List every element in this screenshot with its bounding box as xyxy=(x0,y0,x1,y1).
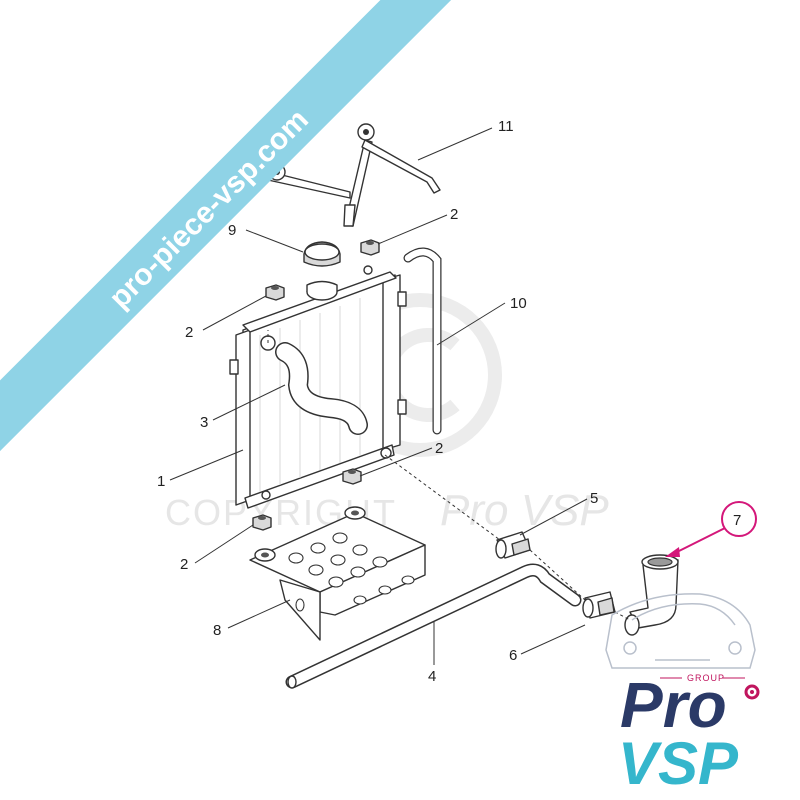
part-7-elbow-fitting xyxy=(624,554,679,636)
callout-8: 8 xyxy=(213,622,221,639)
part-4-coolant-pipe xyxy=(285,563,582,689)
logo-group-text: GROUP xyxy=(687,673,725,683)
part-2-grommets xyxy=(252,239,380,531)
callout-11: 11 xyxy=(498,118,514,135)
callout-1: 1 xyxy=(157,473,165,490)
grommet-top xyxy=(360,239,380,256)
part-9-radiator-cap xyxy=(303,241,341,267)
alignment-lines xyxy=(267,330,631,621)
grommet-lower-left xyxy=(252,514,272,531)
arrowhead-icon xyxy=(665,547,680,557)
callout-2-upper-left: 2 xyxy=(185,324,193,341)
part-3-radiator-hose xyxy=(275,342,368,435)
callout-2-right: 2 xyxy=(435,440,443,457)
callout-9: 9 xyxy=(228,222,236,239)
part-10-overflow-hose xyxy=(403,247,442,435)
brand-logo: GROUP Pro VSP xyxy=(605,593,760,797)
car-outline-icon xyxy=(605,593,756,669)
part-8-mounting-bracket xyxy=(249,506,426,641)
callout-3: 3 xyxy=(200,414,208,431)
logo-pro-text: Pro xyxy=(620,669,727,741)
leader-lines xyxy=(169,127,588,665)
grommet-right xyxy=(342,468,362,485)
callout-2-top: 2 xyxy=(450,206,458,223)
callout-10: 10 xyxy=(510,295,527,312)
callout-2-lower-left: 2 xyxy=(180,556,188,573)
part-6-elbow-hose xyxy=(582,591,616,619)
grommet-upper-left xyxy=(265,284,285,301)
logo-vsp-text: VSP xyxy=(618,730,739,797)
callout-7-highlight: 7 xyxy=(665,501,757,557)
callout-4: 4 xyxy=(428,668,436,685)
part-5-hose-connector xyxy=(495,531,531,559)
logo-gear-icon xyxy=(744,684,760,700)
part-1-radiator xyxy=(229,265,407,509)
callout-6: 6 xyxy=(509,647,517,664)
banner-strip xyxy=(0,0,459,459)
copyright-brand: Pro VSP xyxy=(440,486,609,535)
callout-7: 7 xyxy=(733,512,741,529)
callout-labels: 11 2 9 2 10 3 2 1 5 2 8 6 4 xyxy=(157,118,598,685)
banner-text: pro-piece-vsp.com xyxy=(103,103,315,315)
callout-5: 5 xyxy=(590,490,598,507)
